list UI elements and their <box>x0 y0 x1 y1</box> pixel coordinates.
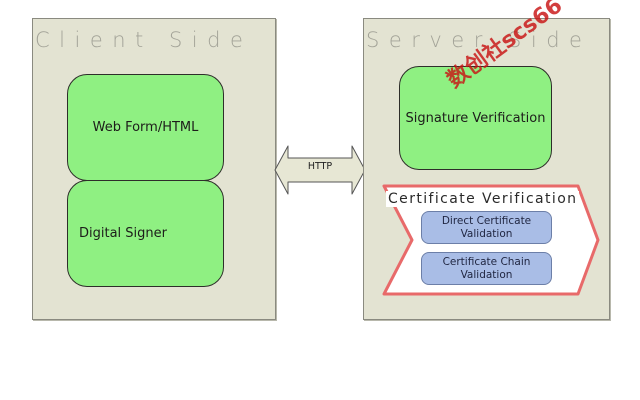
digital-signer-label: Digital Signer <box>79 226 167 241</box>
certificate-verification-label: Certificate Verification <box>386 191 580 207</box>
digital-signer-box: Digital Signer <box>67 180 224 287</box>
http-label: HTTP <box>307 161 333 172</box>
client-side-panel: Client Side Web Form/HTML Digital Signer <box>32 18 276 320</box>
server-side-title: Server Side <box>366 28 592 52</box>
server-side-panel: Server Side Signature Verification Certi… <box>363 18 610 320</box>
direct-certificate-validation-label: Direct Certificate Validation <box>441 214 532 240</box>
client-side-title: Client Side <box>35 28 253 52</box>
web-form-box: Web Form/HTML <box>67 74 224 181</box>
certificate-chain-validation-box: Certificate Chain Validation <box>421 252 552 285</box>
certificate-chain-validation-label: Certificate Chain Validation <box>442 255 531 281</box>
signature-verification-label: Signature Verification <box>405 110 546 126</box>
direct-certificate-validation-box: Direct Certificate Validation <box>421 211 552 244</box>
web-form-label: Web Form/HTML <box>92 120 199 135</box>
signature-verification-box: Signature Verification <box>399 66 552 170</box>
